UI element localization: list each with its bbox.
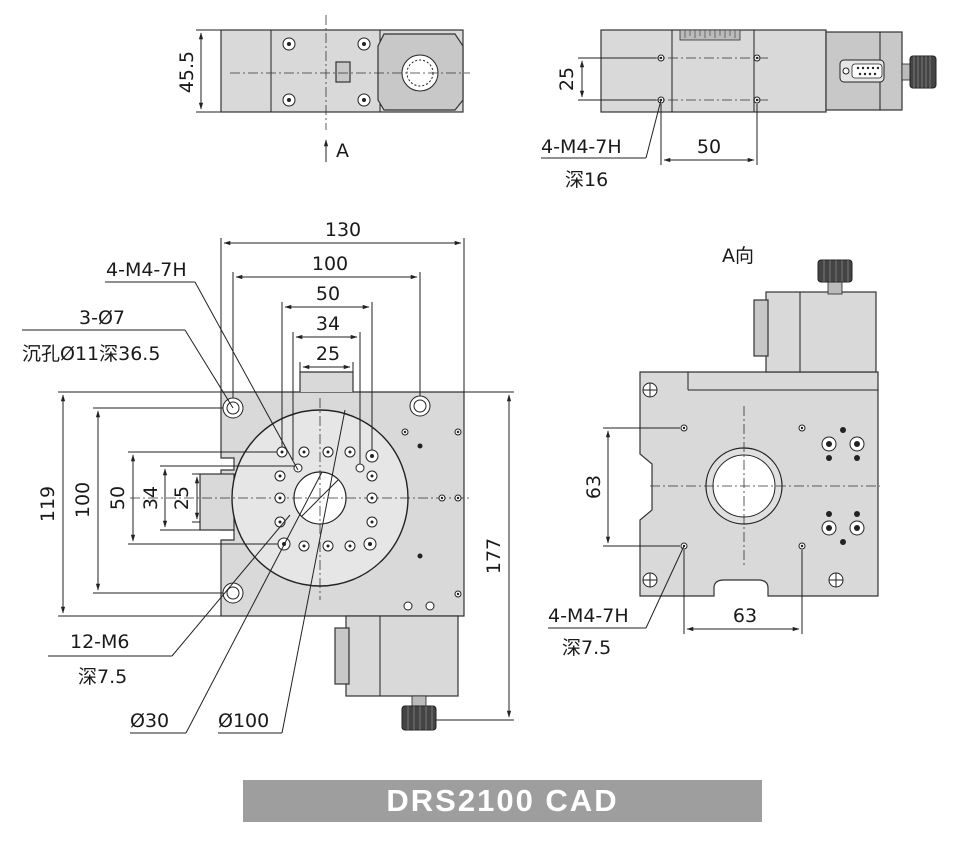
- plan-knob: [401, 705, 437, 731]
- dim-50-horizontal: 50: [316, 283, 340, 305]
- side-knob: [909, 55, 937, 89]
- dim-100-horizontal: 100: [312, 253, 348, 275]
- dim-119: 119: [37, 486, 59, 522]
- a-view: A向: [548, 245, 880, 659]
- dim-25-horizontal: 25: [316, 343, 340, 365]
- a-view-knob: [817, 259, 853, 283]
- dim-25-vertical: 25: [171, 486, 193, 510]
- title-banner: DRS2100 CAD: [243, 780, 762, 822]
- label-12-m6: 12-M6: [70, 631, 130, 653]
- side-hole-label: 4-M4-7H: [541, 136, 622, 158]
- top-height-label: 45.5: [176, 51, 198, 93]
- side-depth-label: 深16: [565, 169, 608, 191]
- a-view-depth-label: 深7.5: [562, 637, 611, 659]
- a-view-width-label: 63: [733, 605, 757, 627]
- side-width-label: 50: [697, 136, 721, 158]
- label-4-m4: 4-M4-7H: [106, 259, 187, 281]
- label-3-d7: 3-Ø7: [79, 307, 125, 329]
- dim-100-vertical: 100: [72, 482, 94, 518]
- cad-drawing: 45.5 A: [22, 15, 937, 734]
- dim-177: 177: [483, 538, 505, 574]
- side-view: 25 50 4-M4-7H 深16: [541, 29, 937, 191]
- dim-34-horizontal: 34: [316, 313, 340, 335]
- label-m6-depth: 深7.5: [78, 666, 127, 688]
- label-counterbore: 沉孔Ø11深36.5: [22, 343, 160, 365]
- plan-view: 130 100 50 34 25 119 100 50 34: [22, 219, 514, 734]
- label-d100: Ø100: [218, 710, 269, 732]
- top-view: 45.5 A: [176, 15, 470, 162]
- stage-top-tab: [299, 371, 354, 392]
- a-view-hole-label: 4-M4-7H: [548, 605, 629, 627]
- plan-motor: [345, 615, 459, 697]
- dim-50-vertical: 50: [107, 486, 129, 510]
- a-view-title: A向: [722, 245, 754, 267]
- stage-side-tab: [199, 473, 235, 531]
- a-view-motor: [765, 291, 877, 373]
- label-d30: Ø30: [130, 710, 169, 732]
- a-view-height-label: 63: [583, 475, 605, 499]
- dim-34-vertical: 34: [140, 486, 162, 510]
- dim-130: 130: [325, 219, 361, 241]
- side-height-label: 25: [556, 67, 578, 91]
- section-a-label: A: [336, 140, 349, 162]
